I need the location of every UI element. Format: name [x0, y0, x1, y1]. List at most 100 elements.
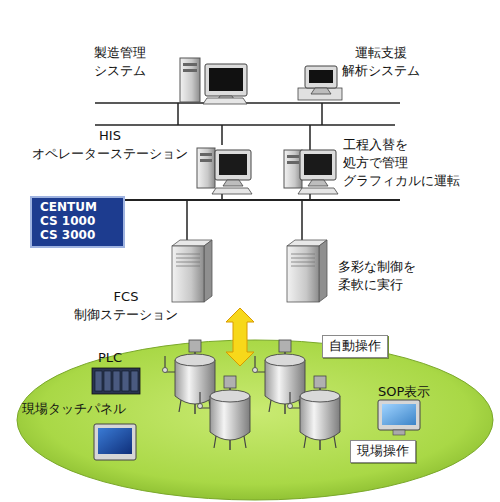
- reactor-tank: [175, 360, 215, 404]
- network-line: [321, 103, 323, 125]
- monitor-body: [305, 66, 337, 88]
- tank-leg: [179, 400, 181, 412]
- tank-outlet: [284, 404, 286, 414]
- drive-slot: [183, 69, 197, 72]
- network-line: [301, 200, 303, 246]
- network-line: [186, 200, 188, 246]
- drive-slot: [200, 159, 212, 162]
- plc-module: [131, 371, 138, 391]
- cabinet-side: [204, 240, 212, 302]
- sop-monitor: [378, 400, 420, 430]
- fcs-cabinet: [287, 246, 319, 302]
- information-network: [95, 102, 400, 104]
- cabinet-vent: [176, 258, 200, 259]
- agitator-motor: [189, 340, 201, 352]
- keyboard: [203, 98, 247, 104]
- plc-module: [113, 371, 120, 391]
- monitor-stand: [311, 88, 331, 94]
- tank-lid: [265, 354, 305, 366]
- monitor-stand: [223, 180, 243, 186]
- monitor-stand: [393, 430, 405, 435]
- plc-module: [95, 371, 102, 391]
- node-text: CENTUM CS 1000 CS 3000: [40, 201, 98, 242]
- cabinet-vent: [291, 254, 315, 255]
- keyboard: [298, 188, 338, 194]
- operation-box: 現場操作: [350, 440, 416, 463]
- agitator-motor: [279, 340, 291, 352]
- cabinet-vent: [176, 262, 200, 263]
- touch-panel: [94, 424, 136, 460]
- reactor-tank: [210, 396, 250, 440]
- text-label: 運転支援 解析システム: [336, 44, 426, 80]
- agitator-motor: [314, 376, 326, 388]
- node-text: 自動操作: [329, 338, 381, 355]
- node-text: 現場操作: [357, 443, 409, 460]
- monitor-screen: [304, 154, 332, 175]
- double-arrow: [226, 308, 254, 366]
- cabinet-vent: [291, 266, 315, 267]
- reactor-tank: [300, 396, 340, 440]
- tank-leg: [244, 436, 246, 448]
- network-line: [177, 103, 179, 125]
- cabinet-vent: [176, 266, 200, 267]
- text-label: 工程入替を 処方で管理 グラフィカルに運転: [343, 136, 471, 190]
- tank-lid: [210, 390, 250, 402]
- reactor-tank: [265, 360, 305, 404]
- tank-leg: [214, 436, 216, 448]
- monitor-body: [215, 150, 251, 180]
- text-label: HIS オペレーターステーション: [26, 127, 194, 163]
- monitor-screen: [219, 154, 247, 175]
- pc-tower: [284, 150, 302, 188]
- text-label: 製造管理 システム: [94, 44, 156, 80]
- plant-area: [17, 340, 493, 500]
- text-label: 多彩な制御を 柔軟に実行: [338, 258, 428, 294]
- control-bus: [125, 199, 400, 201]
- tank-lid: [175, 354, 215, 366]
- control-network: [95, 124, 395, 126]
- touch-screen: [98, 428, 132, 454]
- plc-module: [122, 371, 129, 391]
- drive-slot: [200, 153, 212, 156]
- valve: [163, 368, 168, 373]
- monitor-body: [300, 150, 336, 180]
- monitor-screen: [209, 68, 243, 91]
- text-label: 現場タッチパネル: [22, 400, 134, 418]
- cabinet-vent: [291, 262, 315, 263]
- cabinet-vent: [291, 258, 315, 259]
- tank-outlet: [229, 440, 231, 450]
- monitor-screen: [309, 70, 333, 83]
- valve: [288, 404, 293, 409]
- network-line: [221, 125, 223, 145]
- valve: [198, 404, 203, 409]
- pc-tower: [197, 148, 215, 188]
- pc-tower: [180, 58, 200, 102]
- tank-outlet: [194, 404, 196, 414]
- sop-screen: [382, 404, 416, 425]
- fcs-cabinet: [172, 246, 204, 302]
- text-label: SOP表示: [378, 383, 438, 401]
- plc-module: [104, 371, 111, 391]
- cabinet-vent: [176, 254, 200, 255]
- text-label: PLC: [98, 349, 138, 367]
- drive-slot: [287, 155, 299, 158]
- tank-leg: [269, 400, 271, 412]
- drive-slot: [183, 63, 197, 66]
- cabinet-side: [319, 240, 327, 302]
- tank-leg: [334, 436, 336, 448]
- monitor-stand: [308, 180, 328, 186]
- tank-outlet: [319, 440, 321, 450]
- valve: [253, 368, 258, 373]
- tank-lid: [300, 390, 340, 402]
- operation-box: 自動操作: [322, 335, 388, 358]
- agitator-motor: [224, 376, 236, 388]
- monitor-body: [205, 64, 247, 96]
- text-label: FCS 制御ステーション: [74, 288, 178, 324]
- drive-slot: [287, 161, 299, 164]
- network-line: [309, 125, 311, 150]
- plc-device: [92, 368, 140, 394]
- keyboard: [212, 188, 252, 194]
- desktop-unit: [298, 88, 342, 100]
